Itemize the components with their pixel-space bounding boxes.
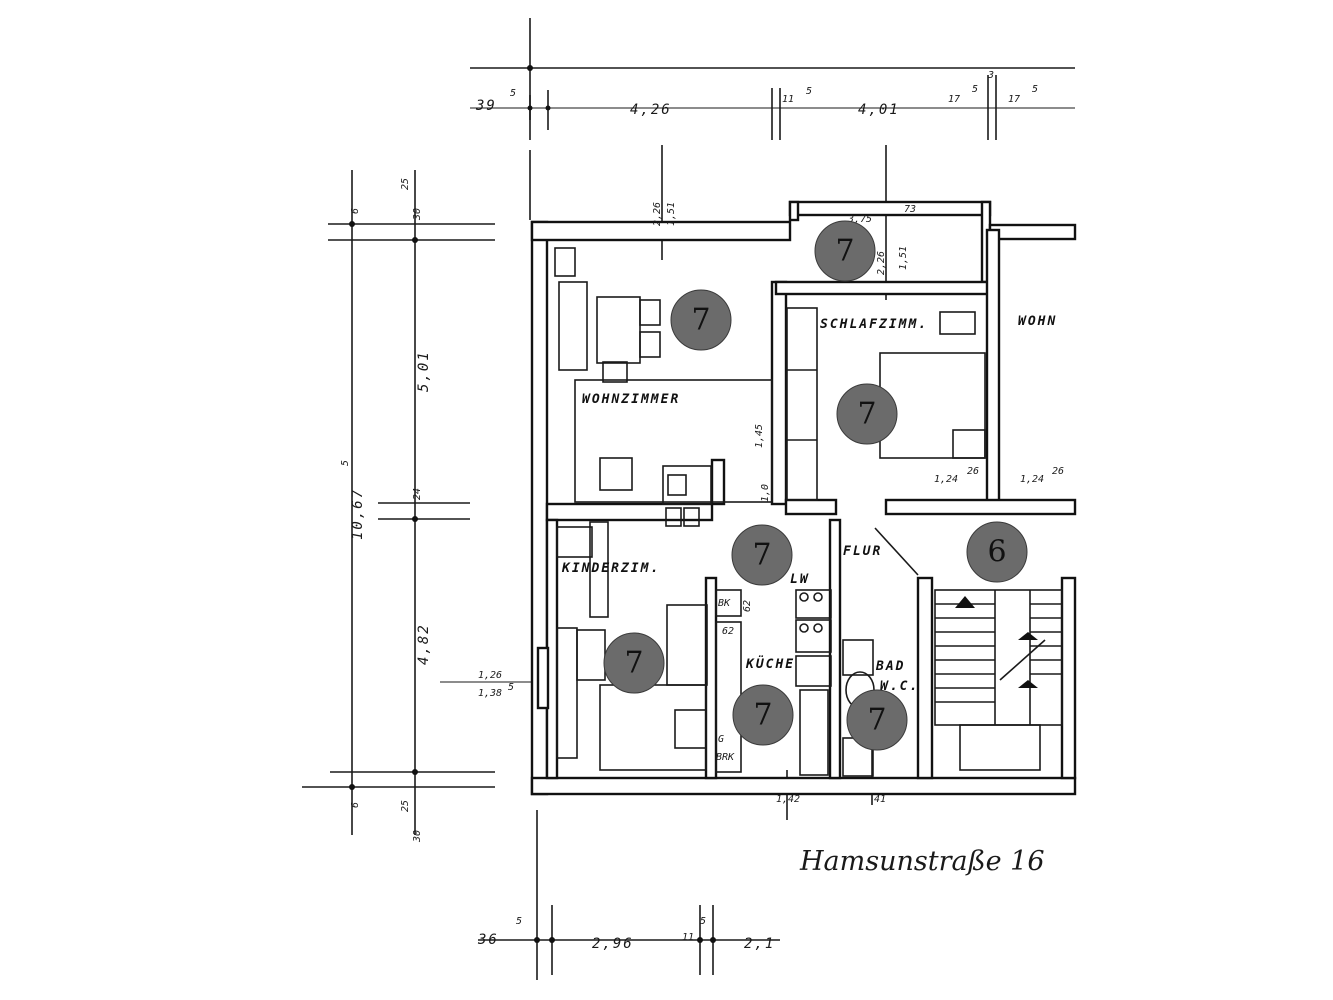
dim-top-5-sup: 5	[972, 84, 978, 95]
badge-kueche-label: 7	[753, 698, 772, 733]
badge-bad-label: 7	[867, 703, 886, 738]
dim-left-total-sup: 5	[340, 460, 351, 466]
badge-kinderzimmer: 7	[603, 632, 665, 694]
dim-kuche-2: BRK	[716, 752, 735, 763]
room-label-bad: BAD	[875, 659, 905, 674]
dim-left-2: 24	[412, 488, 423, 500]
badge-stairwell-label: 6	[987, 535, 1006, 570]
badge-balcony: 7	[814, 220, 876, 282]
badge-wohnzimmer-label: 7	[691, 303, 710, 338]
badge-kueche: 7	[732, 684, 794, 746]
dim-bottom-1: 36	[477, 932, 499, 948]
dim-bottom-4: 2,1	[744, 936, 775, 952]
dim-kinder-2-sup: 5	[508, 682, 514, 693]
address-handwritten: Hamsunstraße 16	[799, 846, 1045, 877]
dim-top-3: 11	[782, 94, 794, 105]
dim-balcony-4: 1,51	[898, 246, 909, 270]
dim-top-4: 4,01	[858, 102, 900, 118]
building-walls	[530, 200, 1077, 796]
dim-wohn-3: 1,51	[666, 202, 677, 226]
dim-bottom-small-2: 41	[874, 794, 886, 805]
room-label-lw: LW	[790, 572, 810, 587]
badge-balcony-label: 7	[835, 234, 854, 269]
dim-top-3-sup: 5	[806, 86, 812, 97]
room-label-wohn-partial: WOHN	[1018, 314, 1057, 329]
dim-top-1: 39	[475, 98, 497, 114]
room-label-schlafzimmer: SCHLAFZIMM.	[820, 317, 928, 332]
dim-door-2: 1,45	[754, 424, 765, 448]
dim-top-1-sup: 5	[510, 88, 516, 99]
room-label-kueche: KÜCHE	[745, 656, 795, 672]
dim-door-1: 1,0	[760, 484, 771, 502]
dim-top-6: 3	[987, 70, 994, 81]
badge-flur: 7	[731, 524, 793, 586]
room-label-bk: BK	[718, 598, 731, 609]
dim-left-top-b-sup: 25	[400, 178, 411, 190]
room-label-kinderzimmer: KINDERZIM.	[561, 561, 660, 576]
dim-left-bot-a: 6	[350, 802, 361, 808]
dim-left-top-a: 6	[350, 208, 361, 214]
room-label-wc: W.C.	[880, 679, 919, 694]
badge-stairwell: 6	[966, 521, 1028, 583]
dim-bottom-3: 11	[682, 932, 694, 943]
left-dimension-lines	[302, 170, 545, 835]
dim-left-1: 5,01	[416, 350, 432, 392]
dim-wohn-2: 2,26	[652, 202, 663, 226]
room-labels: WOHNZIMMER SCHLAFZIMM. WOHN KINDERZIM. F…	[561, 314, 1057, 694]
dim-left-bot-b: 30	[412, 830, 423, 843]
dim-balcony-2: 73	[904, 204, 916, 215]
dim-bottom-2: 2,96	[592, 936, 634, 952]
dim-kinder-2: 1,38	[478, 688, 502, 699]
dim-schlaf-1-sup: 26	[967, 466, 979, 477]
dim-bottom-1-sup: 5	[516, 916, 522, 927]
room-label-flur: FLUR	[843, 544, 882, 559]
dim-schlaf-1: 1,24	[934, 474, 958, 485]
dim-kuche-1: G	[718, 734, 724, 745]
dim-kuche-4: 62	[722, 626, 734, 637]
dim-kinder-1: 1,26	[478, 670, 502, 681]
badge-wohnzimmer: 7	[670, 289, 732, 351]
dim-top-7-sup: 5	[1032, 84, 1038, 95]
dim-top-5: 17	[948, 94, 960, 105]
dim-kuche-3: 62	[742, 600, 753, 612]
dim-top-2: 4,26	[630, 102, 672, 118]
top-dimension-lines	[470, 18, 1075, 300]
badge-schlafzimmer: 7	[836, 383, 898, 445]
dim-balcony-1: 3,75	[847, 214, 872, 225]
dim-left-total: 10,67	[350, 488, 366, 540]
furniture	[554, 247, 1063, 777]
badge-kinderzimmer-label: 7	[624, 646, 643, 681]
badge-schlafzimmer-label: 7	[857, 397, 876, 432]
badge-flur-label: 7	[752, 538, 771, 573]
room-label-wohnzimmer: WOHNZIMMER	[582, 392, 680, 407]
dim-balcony-3: 2,26	[876, 251, 887, 275]
dim-top-7: 17	[1008, 94, 1020, 105]
dim-schlaf-2-sup: 26	[1052, 466, 1064, 477]
dimension-labels: 39 5 4,26 11 5 4,01 17 5 3 17 5 10,67 5 …	[340, 70, 1064, 952]
dim-bottom-3-sup: 5	[700, 916, 706, 927]
dim-left-bot-b-sup: 25	[400, 800, 411, 812]
badge-bad: 7	[846, 689, 908, 751]
dim-bottom-small-1: 1,42	[776, 794, 800, 805]
dim-schlaf-2: 1,24	[1020, 474, 1044, 485]
dim-left-3: 4,82	[416, 623, 432, 665]
dim-left-top-b: 30	[412, 208, 423, 221]
room-badges: 7 7 7 7 6 7 7 7	[603, 220, 1028, 751]
